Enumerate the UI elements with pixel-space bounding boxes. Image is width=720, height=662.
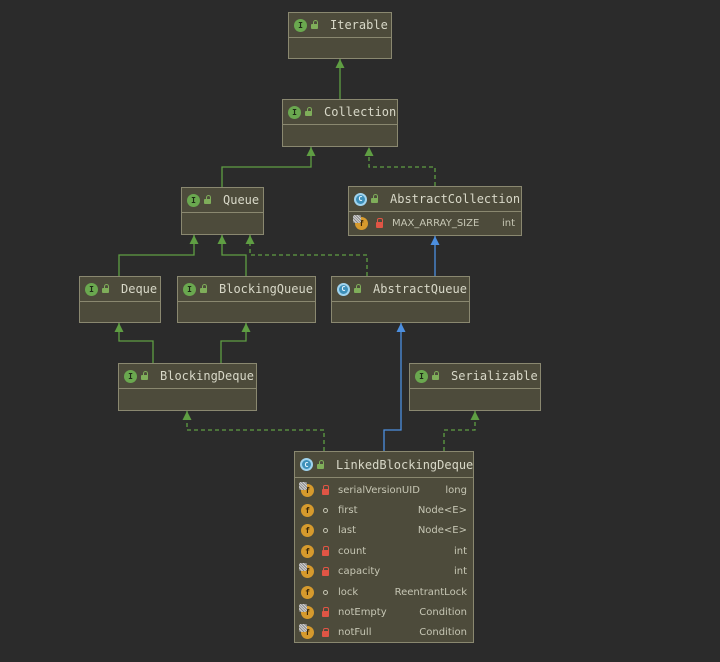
- edge-queue-to-collection: [221, 147, 316, 187]
- field-row[interactable]: f notEmpty Condition: [295, 602, 473, 622]
- field-icon: f: [301, 503, 314, 517]
- field-icon: f: [301, 585, 314, 599]
- private-lock-icon: [320, 566, 330, 577]
- node-linked-blocking-deque[interactable]: C LinkedBlockingDeque f serialVersionUID l…: [294, 451, 474, 643]
- field-type: Condition: [419, 606, 467, 618]
- public-lock-icon: [101, 284, 111, 294]
- field-row[interactable]: f capacity int: [295, 562, 473, 582]
- public-lock-icon: [316, 459, 326, 470]
- field-type: int: [453, 545, 467, 557]
- edge-collection-to-iterable: [335, 59, 345, 99]
- field-name: notEmpty: [338, 606, 387, 618]
- edge-linked_blocking_deque-to-serializable: [443, 411, 480, 451]
- interface-icon: I: [85, 282, 98, 296]
- static-field-icon: f: [353, 214, 368, 230]
- field-row[interactable]: f notFull Condition: [295, 623, 473, 643]
- field-name: notFull: [338, 627, 372, 639]
- field-row[interactable]: f last Node<E>: [295, 521, 473, 541]
- field-row[interactable]: f count int: [295, 541, 473, 561]
- node-iterable[interactable]: I Iterable: [288, 12, 392, 59]
- node-title: LinkedBlockingDeque: [336, 457, 474, 472]
- private-lock-icon: [320, 485, 330, 495]
- interface-icon: I: [187, 193, 200, 207]
- field-type: int: [501, 217, 515, 229]
- public-lock-icon: [370, 194, 380, 204]
- abstract-class-icon: C: [337, 282, 350, 296]
- node-deque[interactable]: I Deque: [79, 276, 161, 323]
- interface-icon: I: [183, 282, 196, 296]
- field-type: Node<E>: [417, 525, 467, 537]
- node-queue[interactable]: I Queue: [181, 187, 264, 235]
- edge-linked_blocking_deque-to-blocking_deque: [182, 411, 325, 451]
- node-collection[interactable]: I Collection: [282, 99, 398, 147]
- node-abstract-queue[interactable]: C AbstractQueue: [331, 276, 470, 323]
- field-icon: f: [301, 544, 314, 558]
- node-blocking-deque[interactable]: I BlockingDeque: [118, 363, 257, 411]
- edge-blocking_queue-to-queue: [217, 235, 247, 276]
- public-lock-icon: [199, 284, 209, 294]
- node-serializable[interactable]: I Serializable: [409, 363, 541, 411]
- node-title: BlockingQueue: [219, 282, 313, 296]
- field-row[interactable]: f lock ReentrantLock: [295, 582, 473, 602]
- field-type: int: [453, 566, 467, 578]
- field-type: Condition: [419, 627, 467, 639]
- node-title: Deque: [121, 282, 158, 296]
- node-title: Iterable: [330, 18, 388, 32]
- private-lock-icon: [320, 627, 330, 638]
- public-lock-icon: [140, 371, 150, 381]
- static-field-icon: f: [299, 624, 314, 640]
- field-type: long: [445, 484, 467, 496]
- node-title: AbstractQueue: [373, 282, 467, 296]
- field-icon: f: [301, 524, 314, 538]
- public-lock-icon: [353, 284, 363, 294]
- field-row[interactable]: f serialVersionUID long: [295, 480, 473, 500]
- edge-blocking_deque-to-blocking_queue: [220, 323, 251, 363]
- interface-icon: I: [415, 369, 428, 383]
- edge-deque-to-queue: [118, 235, 199, 276]
- field-name: first: [338, 504, 358, 516]
- field-name: lock: [338, 586, 359, 598]
- edge-abstract_collection-to-collection: [364, 147, 436, 186]
- edge-abstract_queue-to-queue: [245, 235, 368, 276]
- static-field-icon: f: [299, 563, 314, 579]
- field-type: Node<E>: [417, 504, 467, 516]
- static-field-icon: f: [299, 481, 314, 497]
- public-lock-icon: [304, 107, 314, 117]
- abstract-class-icon: C: [354, 192, 367, 206]
- node-title: Collection: [324, 105, 397, 119]
- node-title: Queue: [223, 193, 260, 207]
- public-lock-icon: [310, 20, 320, 30]
- interface-icon: I: [288, 105, 301, 119]
- private-lock-icon: [320, 607, 330, 617]
- node-title: BlockingDeque: [160, 369, 254, 383]
- field-name: last: [338, 525, 357, 537]
- field-row[interactable]: f MAX_ARRAY_SIZE int: [349, 213, 521, 233]
- package-visibility-icon: [320, 587, 330, 597]
- field-type: ReentrantLock: [394, 586, 467, 598]
- class-icon: C: [300, 458, 313, 471]
- private-lock-icon: [374, 218, 384, 228]
- field-name: MAX_ARRAY_SIZE: [392, 217, 480, 229]
- interface-icon: I: [124, 369, 137, 383]
- edge-abstract_queue-to-abstract_collection: [430, 236, 440, 276]
- field-name: serialVersionUID: [338, 484, 420, 496]
- field-name: count: [338, 545, 367, 557]
- field-row[interactable]: f first Node<E>: [295, 500, 473, 520]
- edge-blocking_deque-to-deque: [114, 323, 154, 363]
- static-field-icon: f: [299, 603, 314, 619]
- package-visibility-icon: [320, 505, 330, 515]
- edge-linked_blocking_deque-to-abstract_queue: [383, 323, 406, 451]
- package-visibility-icon: [320, 526, 330, 536]
- private-lock-icon: [320, 546, 330, 556]
- public-lock-icon: [203, 195, 213, 205]
- node-title: Serializable: [451, 369, 538, 383]
- node-title: AbstractCollection: [390, 192, 521, 206]
- public-lock-icon: [431, 371, 441, 381]
- node-blocking-queue[interactable]: I BlockingQueue: [177, 276, 316, 323]
- interface-icon: I: [294, 18, 307, 32]
- field-name: capacity: [338, 566, 381, 578]
- node-abstract-collection[interactable]: C AbstractCollection f MAX_ARRAY_SIZE in…: [348, 186, 522, 236]
